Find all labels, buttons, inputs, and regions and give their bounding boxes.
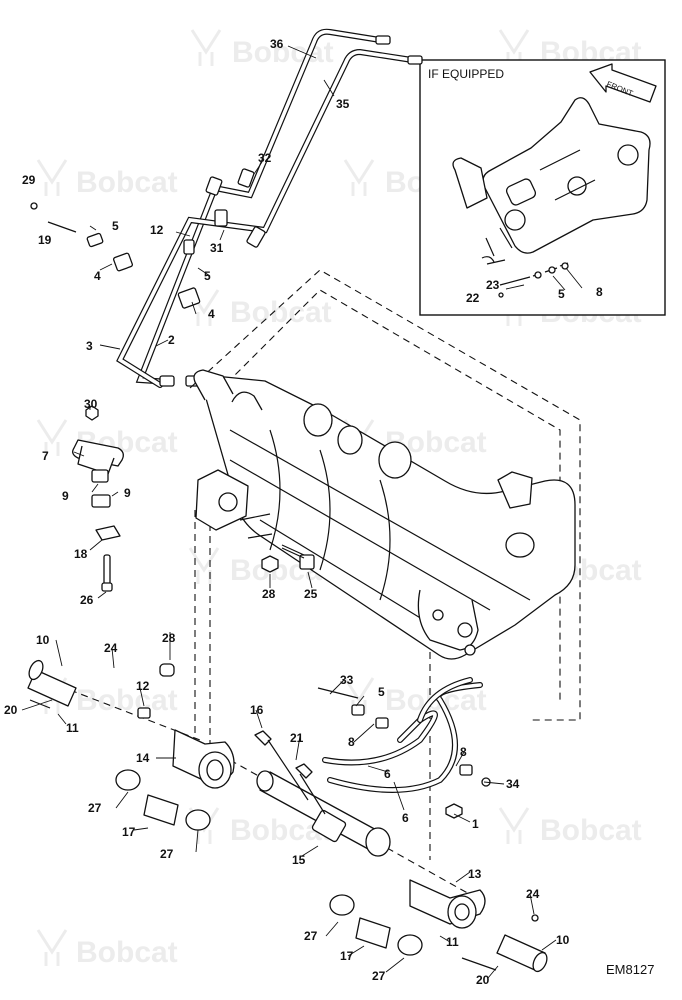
callout-27: 27 [304, 929, 318, 943]
watermark-logo-icon [188, 547, 220, 584]
callout-9: 9 [124, 486, 131, 500]
quick-coupler-frame [193, 369, 576, 660]
callout-34: 34 [506, 777, 520, 791]
watermark-logo-icon [36, 929, 68, 966]
callout-28: 28 [262, 587, 276, 601]
callout-7: 7 [42, 449, 49, 463]
watermark-logo-icon [190, 29, 222, 66]
callout-1: 1 [472, 817, 479, 831]
hydraulic-tubes [116, 28, 423, 388]
callout-28: 28 [162, 631, 176, 645]
callout-35: 35 [336, 97, 350, 111]
watermark-text: Bobcat [76, 936, 178, 969]
callout-9: 9 [62, 489, 69, 503]
callout-17: 17 [122, 825, 136, 839]
callout-16: 16 [250, 703, 264, 717]
callout-36: 36 [270, 37, 284, 51]
callout-32: 32 [258, 151, 272, 165]
watermark-text: Bobcat [540, 814, 642, 847]
callout-labels: 36 35 29 19 5 4 12 32 31 5 4 3 2 30 7 9 … [4, 37, 570, 987]
callout-4: 4 [94, 269, 101, 283]
callout-30: 30 [84, 397, 98, 411]
inset-quick-tach-frame [452, 97, 651, 298]
callout-22: 22 [466, 291, 480, 305]
callout-17: 17 [340, 949, 354, 963]
hydraulic-cylinder [254, 730, 391, 857]
right-pin-assembly [329, 879, 548, 973]
callout-23: 23 [486, 278, 500, 292]
callout-26: 26 [80, 593, 94, 607]
callout-20: 20 [4, 703, 18, 717]
callout-11: 11 [66, 721, 79, 735]
callout-6: 6 [402, 811, 409, 825]
callout-11: 11 [446, 935, 459, 949]
callout-5: 5 [378, 685, 385, 699]
callout-12: 12 [136, 679, 150, 693]
callout-8: 8 [596, 285, 603, 299]
callout-31: 31 [210, 241, 224, 255]
watermark-logo-icon [36, 419, 68, 456]
callout-24: 24 [526, 887, 540, 901]
tube-clamps [30, 202, 201, 309]
callout-27: 27 [372, 969, 386, 983]
drawing-code: EM8127 [606, 962, 654, 977]
callout-5: 5 [558, 287, 565, 301]
watermark-text: Bobcat [76, 166, 178, 199]
callout-10: 10 [36, 633, 50, 647]
callout-6: 6 [384, 767, 391, 781]
watermark-logo-icon [36, 159, 68, 196]
callout-4: 4 [208, 307, 215, 321]
callout-3: 3 [86, 339, 93, 353]
callout-21: 21 [290, 731, 304, 745]
callout-25: 25 [304, 587, 318, 601]
callout-8: 8 [460, 745, 467, 759]
callout-24: 24 [104, 641, 118, 655]
coupler-hoses [317, 677, 491, 819]
callout-19: 19 [38, 233, 52, 247]
inset-title: IF EQUIPPED [428, 67, 504, 81]
callout-14: 14 [136, 751, 150, 765]
inset-panel: IF EQUIPPED FRONT 23 22 5 8 [419, 59, 666, 316]
hitch-hardware-stack [72, 405, 124, 592]
callout-8: 8 [348, 735, 355, 749]
callout-2: 2 [168, 333, 175, 347]
leader-lines [21, 45, 557, 979]
callout-10: 10 [556, 933, 570, 947]
nut-bolt-pair [261, 544, 315, 573]
callout-29: 29 [22, 173, 36, 187]
callout-15: 15 [292, 853, 306, 867]
callout-12: 12 [150, 223, 164, 237]
callout-13: 13 [468, 867, 482, 881]
watermark-text: Bobcat [230, 296, 332, 329]
callout-27: 27 [160, 847, 174, 861]
callout-33: 33 [340, 673, 354, 687]
left-pin-assembly [27, 659, 235, 831]
watermark-logo-icon [498, 807, 530, 844]
callout-27: 27 [88, 801, 102, 815]
callout-5: 5 [204, 269, 211, 283]
watermark-logo-icon [343, 159, 375, 196]
callout-5: 5 [112, 219, 119, 233]
callout-20: 20 [476, 973, 490, 987]
callout-18: 18 [74, 547, 88, 561]
